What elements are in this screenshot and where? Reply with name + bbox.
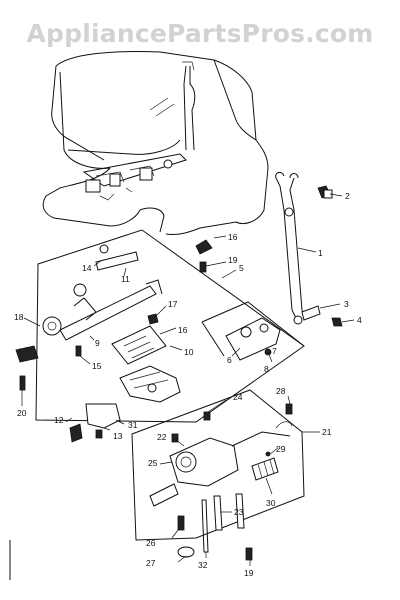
part-screw-19 — [199, 261, 207, 273]
label-part-10: 10 — [184, 347, 194, 357]
part-4 — [331, 317, 343, 327]
part-23 — [213, 493, 245, 531]
left-assembly-panel — [35, 229, 305, 423]
part-15 — [75, 345, 82, 357]
label-part-22: 22 — [157, 432, 167, 442]
label-part-19b: 19 — [244, 568, 254, 578]
label-part-14: 14 — [82, 263, 92, 273]
part-29 — [265, 451, 271, 457]
label-part-3: 3 — [344, 299, 349, 309]
part-spring-16 — [195, 239, 213, 255]
watermark: AppliancePartsPros.com — [26, 19, 373, 48]
label-part-21: 21 — [322, 427, 332, 437]
part-32 — [201, 499, 209, 553]
part-30 — [251, 457, 279, 481]
label-part-27: 27 — [146, 558, 156, 568]
label-part-9: 9 — [95, 338, 100, 348]
part-26 — [177, 515, 185, 531]
part-20 — [19, 375, 26, 391]
part-18 — [15, 345, 39, 363]
label-part-31: 31 — [128, 420, 138, 430]
part-shaft-11 — [95, 244, 139, 271]
part-6 — [225, 317, 281, 361]
lower-assembly-panel — [131, 389, 305, 541]
part-12 — [69, 423, 83, 443]
part-28 — [285, 403, 293, 415]
label-part-17: 17 — [168, 299, 178, 309]
part-13 — [95, 429, 103, 439]
label-part-11: 11 — [121, 274, 130, 284]
machine-body — [42, 51, 269, 235]
label-part-7: 7 — [272, 346, 277, 356]
label-part-18: 18 — [14, 312, 24, 322]
label-part-19a: 19 — [228, 255, 238, 265]
part-10 — [119, 365, 181, 403]
part-shaft-assembly-9 — [42, 279, 163, 341]
leader-lines — [21, 193, 355, 566]
label-part-5: 5 — [239, 263, 244, 273]
label-part-30: 30 — [266, 498, 276, 508]
label-part-1: 1 — [318, 248, 323, 258]
part-main-hook-assembly — [149, 421, 293, 507]
label-part-32: 32 — [198, 560, 208, 570]
label-part-29: 29 — [276, 444, 286, 454]
part-19b — [245, 547, 253, 561]
label-part-20: 20 — [17, 408, 27, 418]
part-plate-16 — [111, 325, 167, 365]
label-part-24: 24 — [233, 392, 243, 402]
part-31 — [85, 403, 121, 429]
label-part-25: 25 — [148, 458, 158, 468]
label-part-12: 12 — [54, 415, 64, 425]
part-27 — [177, 546, 195, 558]
label-part-15: 15 — [92, 361, 102, 371]
part-number-labels: 1 2 3 4 5 6 7 8 9 10 11 12 13 14 15 16 1… — [14, 191, 362, 578]
label-part-26: 26 — [146, 538, 156, 548]
label-part-16a: 16 — [228, 232, 238, 242]
label-part-8: 8 — [264, 364, 269, 374]
label-part-6: 6 — [227, 355, 232, 365]
label-part-13: 13 — [113, 431, 123, 441]
part-3 — [301, 305, 321, 321]
label-part-2: 2 — [345, 191, 350, 201]
part-24 — [203, 411, 211, 421]
part-2 — [317, 185, 333, 199]
part-22 — [171, 433, 179, 443]
part-lever-1 — [275, 171, 305, 325]
label-part-16b: 16 — [178, 325, 188, 335]
label-part-23: 23 — [234, 507, 244, 517]
label-part-28: 28 — [276, 386, 286, 396]
part-17 — [147, 313, 159, 325]
label-part-4: 4 — [357, 315, 362, 325]
